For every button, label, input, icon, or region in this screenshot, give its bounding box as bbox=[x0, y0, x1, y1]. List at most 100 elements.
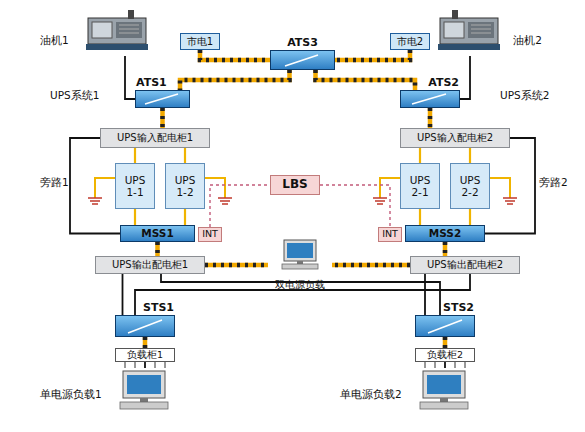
power-connector bbox=[320, 185, 390, 227]
power-connector bbox=[205, 265, 268, 266]
power-connector bbox=[470, 148, 471, 163]
connector-stroke bbox=[180, 70, 290, 90]
computer-icon bbox=[420, 371, 468, 409]
connector-stroke bbox=[143, 337, 148, 348]
generator-node: 油机1 bbox=[40, 4, 152, 56]
mss-box: MSS1 bbox=[120, 225, 195, 242]
switch-glyph bbox=[128, 55, 462, 333]
connector-stroke bbox=[469, 148, 471, 163]
node-label: MSS1 bbox=[141, 227, 173, 239]
connector-stroke bbox=[469, 209, 471, 225]
connector-stroke bbox=[335, 50, 410, 60]
node-label: UPS 2-1 bbox=[404, 174, 436, 198]
connector-stroke bbox=[205, 263, 268, 268]
cabinet-box: UPS输出配电柜2 bbox=[410, 256, 520, 274]
node-label: 负载柜1 bbox=[127, 350, 163, 361]
connector-stroke bbox=[443, 337, 448, 348]
mains-box: 市电2 bbox=[390, 33, 430, 50]
ats-box: ATS2 bbox=[400, 90, 460, 108]
power-connector bbox=[161, 274, 440, 315]
connector-stroke bbox=[320, 185, 390, 227]
node-label: UPS 1-1 bbox=[119, 174, 151, 198]
connector-stroke bbox=[184, 148, 186, 163]
connector-stroke bbox=[428, 108, 433, 128]
node-label: 市电2 bbox=[397, 36, 423, 48]
ups-box: UPS 2-1 bbox=[400, 163, 440, 209]
node-label: UPS 1-2 bbox=[169, 174, 201, 198]
power-connector bbox=[135, 148, 136, 163]
node-label: MSS2 bbox=[429, 227, 461, 239]
connector-stroke bbox=[205, 263, 268, 268]
connector-stroke bbox=[160, 108, 165, 128]
cabinet-box: UPS输入配电柜2 bbox=[400, 128, 510, 148]
connector-stroke bbox=[419, 148, 421, 163]
load-feeder bbox=[125, 362, 465, 368]
load-node: 单电源负载1 bbox=[40, 368, 170, 412]
power-connector bbox=[145, 362, 146, 368]
power-connector bbox=[180, 70, 290, 90]
connector-stroke bbox=[135, 274, 470, 315]
power-connector bbox=[185, 209, 186, 225]
connector-stroke bbox=[143, 337, 148, 348]
node-label: UPS 2-2 bbox=[454, 174, 486, 198]
node-label: STS2 bbox=[443, 302, 474, 315]
connector-stroke bbox=[316, 70, 416, 90]
system-label: UPS系统2 bbox=[500, 89, 549, 103]
power-connector bbox=[210, 185, 270, 227]
node-label: 油机1 bbox=[40, 34, 69, 46]
computer-icon bbox=[120, 371, 168, 409]
power-connector bbox=[316, 70, 416, 90]
power-connector bbox=[470, 209, 471, 225]
mss-box: MSS2 bbox=[405, 225, 485, 242]
connector-stroke bbox=[160, 108, 165, 128]
power-connector bbox=[135, 209, 136, 225]
node-label: LBS bbox=[282, 178, 307, 192]
connector-stroke bbox=[443, 337, 448, 348]
node-label: INT bbox=[382, 229, 398, 240]
ats-box: ATS3 bbox=[270, 50, 335, 70]
power-connector bbox=[185, 148, 186, 163]
connector-stroke bbox=[485, 138, 535, 234]
power-connector bbox=[332, 265, 410, 266]
lbs-box: LBS bbox=[270, 175, 320, 195]
node-label: UPS输出配电柜2 bbox=[427, 259, 503, 271]
node-label: UPS输出配电柜1 bbox=[112, 259, 188, 271]
node-label: 单电源负载1 bbox=[40, 388, 102, 400]
connector-stroke bbox=[332, 263, 410, 268]
edge-label: 旁路1 bbox=[40, 176, 69, 190]
connector-stroke bbox=[443, 242, 448, 256]
sts-box: STS1 bbox=[115, 315, 175, 337]
load-cabinet-box: 负载柜2 bbox=[415, 348, 475, 362]
connector-stroke bbox=[210, 185, 270, 227]
node-label: 负载柜2 bbox=[427, 350, 463, 361]
node-label: UPS输入配电柜1 bbox=[117, 132, 193, 144]
ups-box: UPS 1-1 bbox=[115, 163, 155, 209]
connector-stroke bbox=[200, 50, 270, 60]
power-connector bbox=[430, 108, 431, 128]
power-connector bbox=[145, 337, 146, 348]
node-label: INT bbox=[202, 229, 218, 240]
connector-stroke bbox=[134, 209, 136, 225]
connector-stroke bbox=[180, 70, 290, 90]
power-connector bbox=[485, 138, 535, 234]
load-node: 双电源负载 bbox=[268, 240, 332, 290]
connector-stroke bbox=[70, 138, 120, 234]
power-connector bbox=[420, 209, 421, 225]
ups-box: UPS 2-2 bbox=[450, 163, 490, 209]
connector-stroke bbox=[125, 56, 135, 99]
power-connector bbox=[445, 242, 446, 256]
connector-stroke bbox=[335, 50, 410, 60]
connector-stroke bbox=[134, 148, 136, 163]
connector-stroke bbox=[419, 209, 421, 225]
node-label: UPS输入配电柜2 bbox=[417, 132, 493, 144]
connector-stroke bbox=[184, 209, 186, 225]
power-connector bbox=[125, 56, 135, 99]
power-connector bbox=[460, 56, 470, 99]
connector-stroke bbox=[332, 263, 410, 268]
power-connector bbox=[162, 108, 163, 128]
connector-stroke bbox=[460, 56, 470, 99]
node-label: 市电1 bbox=[187, 36, 213, 48]
power-connector bbox=[122, 274, 123, 315]
power-connector bbox=[425, 274, 426, 315]
